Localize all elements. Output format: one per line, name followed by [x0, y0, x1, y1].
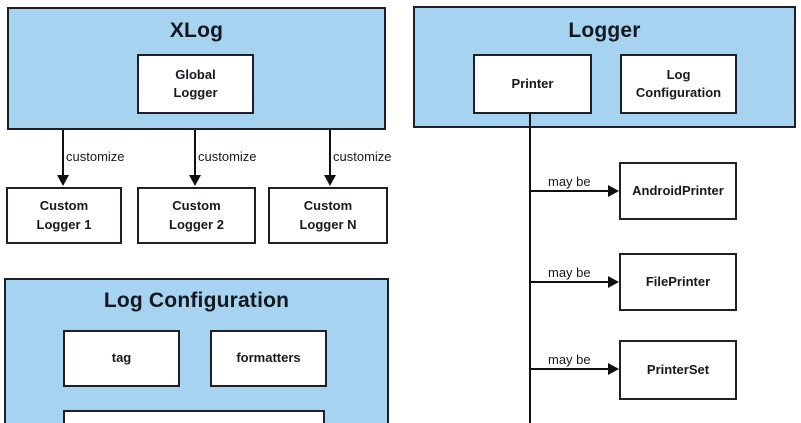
custom-logger-1-label: Custom Logger 1 — [36, 198, 92, 232]
may-be-label-2: may be — [548, 265, 591, 280]
log-configuration-container-box: Log Configuration — [4, 278, 389, 423]
global-logger-label: Global Logger — [173, 66, 218, 100]
printer-set-box: PrinterSet — [619, 340, 737, 400]
formatters-box: formatters — [210, 330, 327, 387]
custom-logger-2-label: Custom Logger 2 — [169, 198, 224, 232]
customize-label-2: customize — [198, 149, 257, 164]
may-be-arrow-line-3 — [530, 368, 608, 370]
printer-connector-line — [529, 114, 531, 423]
file-printer-box: FilePrinter — [619, 253, 737, 311]
customize-arrow-line-2 — [194, 130, 196, 176]
customize-arrowhead-2 — [189, 175, 201, 186]
customize-label-1: customize — [66, 149, 125, 164]
file-printer-label: FilePrinter — [645, 273, 711, 289]
tag-label: tag — [111, 350, 132, 366]
printer-box: Printer — [473, 54, 592, 114]
printer-label: Printer — [511, 75, 554, 91]
may-be-arrowhead-1 — [608, 185, 619, 197]
custom-logger-n-box: Custom Logger N — [268, 187, 388, 244]
customize-arrow-line-1 — [62, 130, 64, 176]
may-be-arrowhead-3 — [608, 363, 619, 375]
logger-container-box: Logger — [413, 6, 796, 128]
log-configuration-title: Log Configuration — [103, 289, 290, 312]
may-be-arrow-line-2 — [530, 281, 608, 283]
customize-label-3: customize — [333, 149, 392, 164]
printer-set-label: PrinterSet — [646, 361, 710, 377]
xlog-title: XLog — [169, 19, 224, 42]
logger-log-configuration-label: Log Configuration — [635, 66, 722, 100]
logger-title: Logger — [568, 19, 641, 42]
global-logger-box: Global Logger — [137, 54, 254, 114]
tag-box: tag — [63, 330, 180, 387]
formatters-label: formatters — [236, 350, 301, 366]
may-be-arrow-line-1 — [530, 190, 608, 192]
custom-logger-1-box: Custom Logger 1 — [6, 187, 122, 244]
may-be-label-1: may be — [548, 174, 591, 189]
customize-arrow-line-3 — [329, 130, 331, 176]
custom-logger-n-label: Custom Logger N — [299, 198, 357, 232]
android-printer-label: AndroidPrinter — [632, 182, 724, 198]
custom-logger-2-box: Custom Logger 2 — [137, 187, 256, 244]
may-be-arrowhead-2 — [608, 276, 619, 288]
customize-arrowhead-3 — [324, 175, 336, 186]
customize-arrowhead-1 — [57, 175, 69, 186]
android-printer-box: AndroidPrinter — [619, 162, 737, 220]
log-configuration-bottom-box — [63, 410, 325, 423]
may-be-label-3: may be — [548, 352, 591, 367]
logger-log-configuration-box: Log Configuration — [620, 54, 737, 114]
